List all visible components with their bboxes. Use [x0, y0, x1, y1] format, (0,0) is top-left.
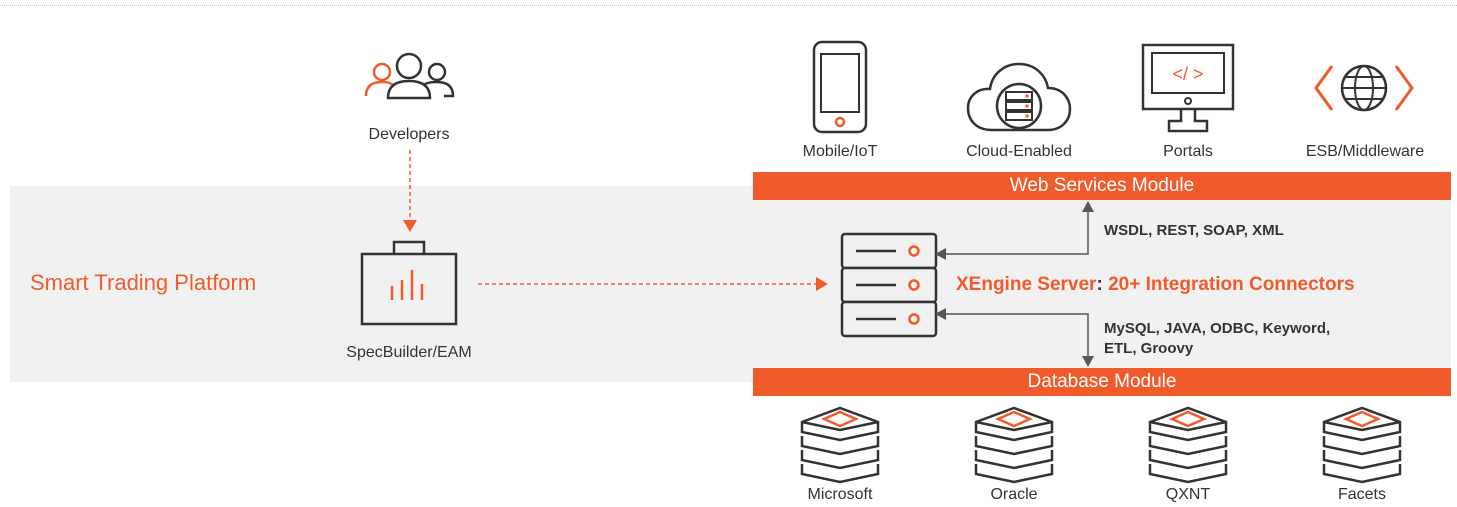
mobile-phone-icon	[812, 40, 868, 134]
database-label-oracle: Oracle	[990, 486, 1038, 503]
server-to-web-services-connector	[935, 201, 1094, 260]
client-label-portals: Portals	[1163, 143, 1213, 160]
database-layers-icon	[1322, 406, 1402, 484]
server-stack-icon	[840, 232, 938, 338]
client-label-mobile: Mobile/IoT	[802, 143, 878, 160]
xengine-server-title: XEngine Server: 20+ Integration Connecto…	[956, 274, 1355, 296]
xengine-server-name: XEngine Server	[956, 274, 1097, 295]
database-label-microsoft: Microsoft	[807, 486, 873, 503]
platform-label: Smart Trading Platform	[30, 270, 257, 295]
web-services-module-bar: Web Services Module	[753, 172, 1451, 200]
client-label-esb: ESB/Middleware	[1305, 143, 1425, 160]
database-label-qxnt: QXNT	[1165, 486, 1211, 503]
top-dotted-divider	[0, 5, 1457, 6]
specbuilder-to-server-arrow	[478, 277, 828, 291]
globe-brackets-icon	[1314, 64, 1414, 112]
developers-icon	[364, 52, 455, 100]
cloud-server-icon	[966, 62, 1072, 132]
database-layers-icon	[1148, 406, 1228, 484]
svg-text:</ >: </ >	[1172, 64, 1203, 84]
database-layers-icon	[800, 406, 880, 484]
specbuilder-icon	[360, 240, 458, 326]
monitor-code-icon: </ >	[1141, 43, 1235, 133]
developers-label: Developers	[368, 126, 450, 143]
client-label-cloud: Cloud-Enabled	[966, 143, 1072, 160]
database-layers-icon	[974, 406, 1054, 484]
database-module-bar: Database Module	[753, 368, 1451, 396]
xengine-server-separator: :	[1096, 274, 1103, 295]
developers-to-specbuilder-arrow	[403, 150, 417, 232]
database-protocols-line2: ETL, Groovy	[1104, 340, 1194, 357]
database-protocols-line1: MySQL, JAVA, ODBC, Keyword,	[1104, 320, 1331, 337]
xengine-server-tagline: 20+ Integration Connectors	[1108, 274, 1355, 295]
specbuilder-label: SpecBuilder/EAM	[346, 344, 472, 361]
database-label-facets: Facets	[1337, 486, 1386, 503]
server-to-database-connector	[935, 308, 1094, 367]
web-services-protocols: WSDL, REST, SOAP, XML	[1104, 222, 1284, 239]
